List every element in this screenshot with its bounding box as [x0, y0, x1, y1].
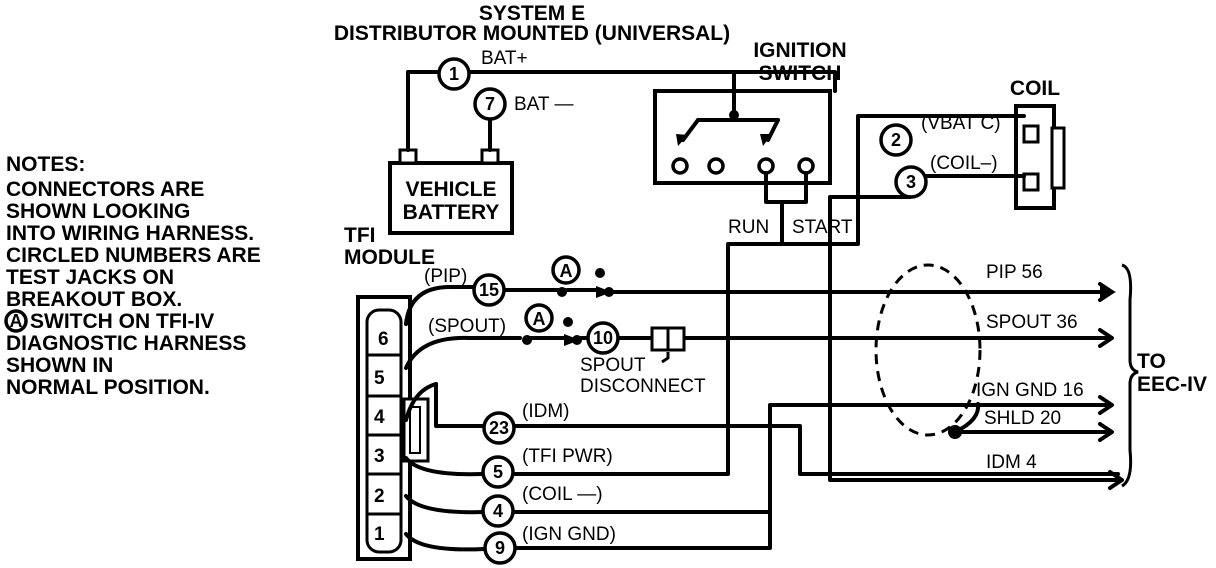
- pin-6: 6: [378, 329, 389, 350]
- notes-switch-letter: A: [10, 311, 23, 331]
- to-label: TO: [1137, 350, 1166, 373]
- label-vbat-c: (VBAT C): [921, 113, 1001, 134]
- pin-2: 2: [374, 486, 385, 507]
- ignition-label-1: IGNITION: [753, 39, 846, 62]
- label-tfi-pwr: (TFI PWR): [522, 446, 613, 467]
- notes-line-9: SHOWN IN: [6, 354, 113, 377]
- label-idm: (IDM): [522, 401, 569, 422]
- jack-2: 2: [891, 130, 901, 150]
- label-start: START: [792, 217, 853, 238]
- test-jacks: 1 7 2 3 15 10 23 5 4 9: [437, 57, 928, 565]
- spout-disconnect: SPOUT DISCONNECT: [580, 326, 706, 397]
- eec-label: EEC-IV: [1137, 373, 1207, 396]
- battery-label-2: BATTERY: [403, 201, 500, 224]
- pin-1: 1: [374, 524, 385, 545]
- output-ign-gnd-16: IGN GND 16: [976, 380, 1084, 401]
- notes-line-7: SWITCH ON TFI-IV: [30, 310, 214, 333]
- ignition-switch: IGNITION SWITCH: [653, 39, 847, 185]
- tfi-label-2: MODULE: [344, 246, 435, 269]
- tfi-label-1: TFI: [344, 224, 376, 247]
- pin-5: 5: [374, 368, 385, 389]
- notes-line-2: SHOWN LOOKING: [6, 200, 190, 223]
- label-bat-minus: BAT —: [514, 94, 573, 115]
- coil-label: COIL: [1010, 77, 1060, 100]
- eec-bracket: [1121, 263, 1139, 488]
- output-arrows: [1098, 282, 1124, 490]
- jack-15: 15: [479, 280, 499, 300]
- shield-ellipse: [874, 263, 982, 437]
- jack-10: 10: [593, 328, 613, 348]
- jack-7: 7: [485, 94, 495, 114]
- jack-3: 3: [906, 172, 916, 192]
- jack-5: 5: [493, 462, 503, 482]
- notes-line-1: CONNECTORS ARE: [6, 178, 204, 201]
- label-ign-gnd: (IGN GND): [522, 524, 616, 545]
- switch-a-pip-circle: [551, 255, 581, 285]
- vehicle-battery: VEHICLE BATTERY: [388, 148, 514, 235]
- output-idm-4: IDM 4: [986, 452, 1037, 473]
- output-pip-56: PIP 56: [986, 262, 1043, 283]
- output-shld-20: SHLD 20: [984, 408, 1061, 429]
- shield-junction-dot: [948, 425, 962, 439]
- jack-4: 4: [493, 501, 503, 521]
- title-system: SYSTEM E: [479, 2, 585, 25]
- title-distributor: DISTRIBUTOR MOUNTED (UNIVERSAL): [334, 22, 730, 45]
- spout-disc-label-1: SPOUT: [580, 355, 646, 376]
- notes-line-6: BREAKOUT BOX.: [6, 288, 182, 311]
- pin-3: 3: [374, 446, 385, 467]
- notes-line-10: NORMAL POSITION.: [6, 376, 210, 399]
- spout-disc-label-2: DISCONNECT: [580, 376, 706, 397]
- notes-line-8: DIAGNOSTIC HARNESS: [6, 332, 246, 355]
- label-coil-minus-top: (COIL–): [930, 153, 998, 174]
- notes-line-3: INTO WIRING HARNESS.: [6, 222, 254, 245]
- switch-a-pip: A: [551, 255, 614, 298]
- output-labels: PIP 56 SPOUT 36 IGN GND 16 SHLD 20 IDM 4…: [976, 262, 1207, 473]
- battery-label-1: VEHICLE: [405, 178, 496, 201]
- label-bat-plus: BAT+: [481, 48, 528, 69]
- label-coil-minus: (COIL —): [522, 484, 603, 505]
- notes-block: NOTES: CONNECTORS ARE SHOWN LOOKING INTO…: [4, 153, 261, 399]
- coil: COIL: [1010, 77, 1066, 210]
- switch-a-spout: A: [522, 303, 582, 346]
- jack-23: 23: [489, 418, 509, 438]
- label-run: RUN: [728, 217, 769, 238]
- switch-a-spout-circle: [524, 303, 554, 333]
- label-spout: (SPOUT): [428, 316, 506, 337]
- switch-a-pip-letter: A: [560, 261, 573, 281]
- pin-4: 4: [374, 407, 385, 428]
- notes-line-5: TEST JACKS ON: [6, 266, 174, 289]
- jack-1: 1: [449, 64, 459, 84]
- jack-9: 9: [495, 538, 505, 558]
- notes-line-0: NOTES:: [6, 153, 85, 176]
- wires: [404, 70, 1120, 552]
- switch-a-spout-letter: A: [533, 309, 546, 329]
- notes-line-4: CIRCLED NUMBERS ARE: [6, 244, 261, 267]
- label-pip: (PIP): [424, 266, 467, 287]
- output-spout-36: SPOUT 36: [986, 312, 1078, 333]
- notes-switch-circle: [4, 309, 28, 333]
- wire-labels: BAT+ BAT — (VBAT C) (COIL–) RUN START (P…: [424, 48, 1001, 545]
